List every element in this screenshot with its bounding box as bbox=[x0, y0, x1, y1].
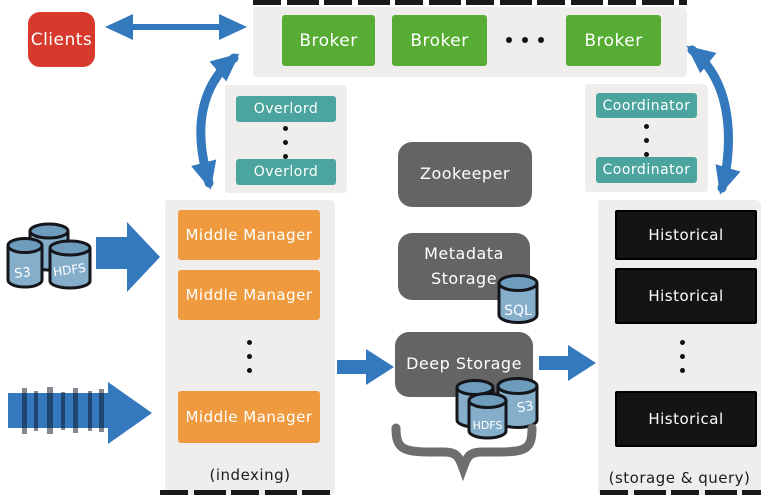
hdfs-deep-label: HDFS bbox=[473, 419, 503, 432]
s3-source-cylinder: S3 bbox=[6, 237, 44, 290]
clients-label: Clients bbox=[30, 29, 93, 50]
s3-deep-label: S3 bbox=[516, 399, 535, 417]
broker-label-2: Broker bbox=[410, 30, 469, 51]
deepstorage-to-historical-arrow bbox=[539, 345, 596, 381]
deep-storage-label: Deep Storage bbox=[406, 354, 522, 374]
broker-label-1: Broker bbox=[299, 30, 358, 51]
middle-manager-box-1: Middle Manager bbox=[178, 210, 320, 260]
middle-manager-label-2: Middle Manager bbox=[185, 286, 313, 304]
source-to-indexing-arrow bbox=[96, 222, 160, 292]
sql-label: SQL bbox=[504, 303, 532, 319]
coordinator-box-2: Coordinator bbox=[596, 157, 697, 183]
s3-deep-storage-cylinder: S3 bbox=[496, 377, 539, 430]
middle-manager-ellipsis-dots bbox=[247, 340, 252, 373]
historical-label-3: Historical bbox=[648, 410, 724, 428]
deep-storage-brace bbox=[391, 423, 537, 482]
s3-source-label: S3 bbox=[14, 265, 32, 282]
zookeeper-box: Zookeeper bbox=[398, 142, 532, 207]
overlord-label-1: Overlord bbox=[253, 101, 319, 117]
zookeeper-label: Zookeeper bbox=[420, 164, 510, 184]
top-cutoff-strip bbox=[253, 0, 687, 5]
broker-box-2: Broker bbox=[392, 15, 487, 66]
bottom-cutoff-strip-left bbox=[160, 490, 332, 495]
bottom-cutoff-strip-right bbox=[600, 490, 761, 495]
broker-box-1: Broker bbox=[282, 15, 375, 66]
obscured-text-remnant bbox=[22, 387, 104, 434]
historical-box-3: Historical bbox=[615, 391, 757, 447]
middle-manager-label-3: Middle Manager bbox=[185, 408, 313, 426]
historical-label-1: Historical bbox=[648, 226, 724, 244]
hdfs-source-cylinder: HDFS bbox=[48, 239, 92, 291]
stream-ingest-arrow bbox=[8, 382, 152, 444]
historical-box-1: Historical bbox=[615, 210, 757, 260]
metadata-storage-label: Metadata Storage bbox=[424, 243, 504, 288]
middle-manager-box-3: Middle Manager bbox=[178, 391, 320, 443]
clients-box: Clients bbox=[28, 12, 95, 67]
overlord-ellipsis-dots bbox=[283, 126, 288, 159]
coordinator-ellipsis-dots bbox=[644, 124, 649, 157]
overlord-box-2: Overlord bbox=[236, 159, 336, 185]
overlord-box-1: Overlord bbox=[236, 96, 336, 122]
historical-ellipsis-dots bbox=[680, 340, 685, 373]
overlord-label-2: Overlord bbox=[253, 164, 319, 180]
historical-box-2: Historical bbox=[615, 268, 757, 324]
coordinator-label-1: Coordinator bbox=[602, 97, 691, 114]
coordinator-label-2: Coordinator bbox=[602, 162, 691, 178]
storage-query-caption: (storage & query) bbox=[608, 469, 751, 487]
indexing-to-deepstorage-arrow bbox=[337, 349, 394, 385]
middle-manager-box-2: Middle Manager bbox=[178, 270, 320, 320]
hdfs-deep-storage-cylinder: HDFS bbox=[467, 392, 508, 440]
middle-manager-label-1: Middle Manager bbox=[185, 226, 313, 244]
broker-label-3: Broker bbox=[584, 30, 643, 51]
broker-box-3: Broker bbox=[566, 15, 661, 66]
indexing-caption: (indexing) bbox=[209, 466, 291, 484]
sql-database-cylinder: SQL bbox=[497, 274, 539, 324]
historical-label-2: Historical bbox=[648, 287, 724, 305]
hdfs-source-label: HDFS bbox=[52, 261, 86, 279]
coordinator-box-1: Coordinator bbox=[596, 93, 697, 118]
broker-ellipsis-dots bbox=[506, 37, 544, 43]
